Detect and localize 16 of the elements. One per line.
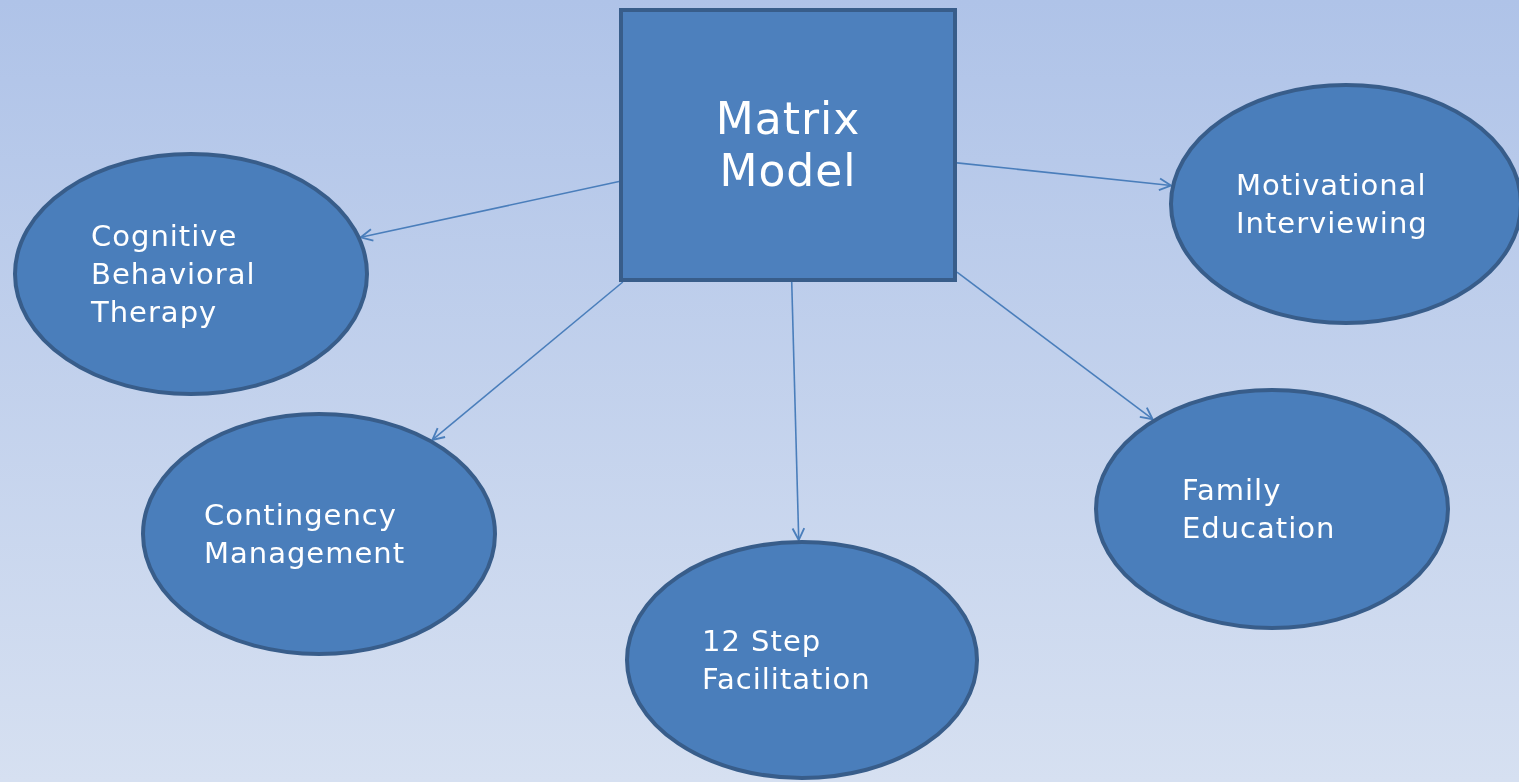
node-label: 12 Step Facilitation — [702, 623, 872, 698]
ellipse-node — [625, 540, 979, 780]
arrow — [359, 180, 620, 242]
arrow — [956, 162, 1172, 191]
ellipse-node — [141, 412, 497, 656]
arrow — [956, 271, 1154, 421]
node-label: Motivational Interviewing — [1236, 167, 1429, 242]
node-label: Cognitive Behavioral Therapy — [91, 218, 257, 331]
node-label: Matrix Model — [714, 93, 862, 197]
arrow — [790, 281, 806, 541]
process-box — [619, 8, 957, 282]
ellipse-node — [1094, 388, 1450, 630]
node-label: Contingency Management — [204, 497, 407, 572]
ellipse-node — [13, 152, 369, 396]
node-label: Family Education — [1182, 472, 1337, 547]
arrow — [431, 281, 624, 441]
